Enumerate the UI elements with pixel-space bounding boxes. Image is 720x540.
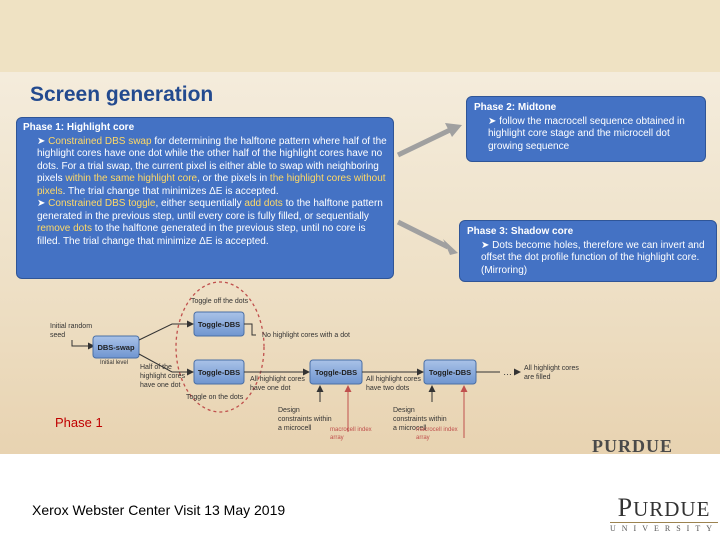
all-two-dots-label-1: All highlight cores bbox=[366, 376, 421, 383]
phase1-toggle-term-2: add dots bbox=[244, 198, 283, 209]
design-label-2a: Design bbox=[278, 407, 300, 414]
phase1-toggle-text-1: , either sequentially bbox=[155, 198, 245, 209]
phase3-bullet-text: Dots become holes, therefore we can inve… bbox=[481, 239, 705, 276]
design-label-3c: a microcell bbox=[393, 425, 427, 432]
logo-subtitle: UNIVERSITY bbox=[610, 524, 718, 533]
all-filled-label-2: are filled bbox=[524, 374, 551, 381]
initial-seed-label-1: Initial random bbox=[50, 323, 92, 330]
arrow-to-phase2 bbox=[396, 123, 462, 158]
phase1-toggle-text-2: to the halftone pattern generated in the… bbox=[37, 198, 383, 222]
phase1-swap-text-3: . The trial change that minimizes ΔE is … bbox=[62, 185, 279, 197]
phase1-bullet-swap: ➤ Constrained DBS swap for determining t… bbox=[23, 136, 387, 199]
macro-label-2a: macrocell index bbox=[330, 427, 372, 433]
phase2-bullet-text: follow the macrocell sequence obtained i… bbox=[488, 115, 685, 152]
chain-ellipsis: … bbox=[503, 367, 512, 377]
toggle-dbs-label-bottom: Toggle-DBS bbox=[198, 368, 240, 377]
logo-wordmark: PURDUE bbox=[610, 495, 718, 521]
half-cores-label-2: highlight cores bbox=[140, 373, 186, 380]
phase1-heading: Phase 1: Highlight core bbox=[23, 122, 135, 133]
slide: Screen generation Phase 1: Highlight cor… bbox=[0, 72, 720, 454]
toggle-dbs-label-3: Toggle-DBS bbox=[429, 368, 471, 377]
all-one-dot-label-2: have one dot bbox=[250, 385, 291, 392]
bullet-arrow-icon: ➤ bbox=[37, 198, 49, 209]
phase1-swap-text-2: , or the pixels in bbox=[197, 173, 270, 184]
macro-label-3a: macrocell index bbox=[416, 427, 458, 433]
bullet-arrow-icon: ➤ bbox=[37, 135, 49, 147]
logo-rest: URDUE bbox=[633, 497, 711, 521]
top-banner bbox=[0, 0, 720, 72]
phase1-box: Phase 1: Highlight core ➤ Constrained DB… bbox=[16, 117, 394, 279]
phase3-box: Phase 3: Shadow core ➤ Dots become holes… bbox=[459, 220, 717, 282]
phase3-heading: Phase 3: Shadow core bbox=[467, 226, 574, 237]
half-cores-label-3: have one dot bbox=[140, 382, 181, 389]
phase1-swap-term-3: the highlight cores without pixels bbox=[37, 173, 386, 197]
initial-seed-label-2: seed bbox=[50, 332, 65, 339]
phase1-bullet-toggle: ➤ Constrained DBS toggle, either sequent… bbox=[23, 198, 387, 248]
phase1-toggle-term: Constrained DBS toggle bbox=[48, 198, 156, 209]
phase2-bullet: ➤ follow the macrocell sequence obtained… bbox=[474, 116, 698, 154]
phase1-swap-term-2: within the same highlight core bbox=[65, 173, 198, 184]
seed-to-swap-arrow bbox=[71, 340, 95, 350]
footer-caption: Xerox Webster Center Visit 13 May 2019 bbox=[32, 502, 286, 518]
slide-title: Screen generation bbox=[30, 83, 214, 106]
arrow-to-phase3 bbox=[396, 219, 458, 255]
phase1-swap-text-1: for determining the halftone pattern whe… bbox=[37, 135, 387, 185]
purdue-logo: PURDUE UNIVERSITY bbox=[610, 495, 718, 533]
half-cores-label-1: Half of the bbox=[140, 364, 172, 371]
purdue-watermark: PURDUE bbox=[592, 436, 673, 454]
logo-divider bbox=[610, 522, 718, 523]
logo-cap: P bbox=[617, 493, 634, 522]
design-label-2c: a microcell bbox=[278, 425, 312, 432]
phase3-bullet: ➤ Dots become holes, therefore we can in… bbox=[467, 240, 709, 278]
phase1-label: Phase 1 bbox=[55, 415, 103, 430]
bullet-arrow-icon: ➤ bbox=[488, 115, 500, 127]
toggle-dbs-label-top: Toggle-DBS bbox=[198, 320, 240, 329]
phase1-toggle-text-3: to the halftone generated in the previou… bbox=[37, 223, 366, 247]
top-toggle-out-arrow bbox=[244, 323, 256, 336]
phase2-box: Phase 2: Midtone ➤ follow the macrocell … bbox=[466, 96, 706, 162]
flow-diagram: Toggle off the dots Toggle on the dots I… bbox=[50, 123, 579, 441]
design-label-2b: constraints within bbox=[278, 416, 332, 423]
toggle-off-label: Toggle off the dots bbox=[191, 298, 249, 305]
all-one-dot-label-1: All highlight cores bbox=[250, 376, 305, 383]
phase1-swap-term: Constrained DBS swap bbox=[48, 135, 152, 147]
all-two-dots-label-2: have two dots bbox=[366, 385, 410, 392]
all-filled-label-1: All highlight cores bbox=[524, 365, 579, 372]
phase1-toggle-term-3: remove dots bbox=[37, 223, 93, 234]
phase2-heading: Phase 2: Midtone bbox=[474, 102, 557, 113]
bullet-arrow-icon: ➤ bbox=[481, 239, 493, 251]
initial-level-label: Initial level bbox=[100, 360, 128, 366]
swap-to-top-toggle-arrow bbox=[138, 320, 194, 341]
toggle-group-ellipse bbox=[175, 281, 265, 413]
no-highlight-label: No highlight cores with a dot bbox=[262, 332, 350, 339]
toggle-dbs-label-2: Toggle-DBS bbox=[315, 368, 357, 377]
design-label-3a: Design bbox=[393, 407, 415, 414]
macro-label-3b: array bbox=[416, 435, 430, 441]
dbs-swap-label: DBS-swap bbox=[97, 343, 135, 352]
swap-to-bottom-toggle-arrow bbox=[138, 353, 194, 376]
dbs-swap-node bbox=[92, 335, 140, 359]
toggle-on-label: Toggle on the dots bbox=[186, 394, 244, 401]
macro-label-2b: array bbox=[330, 435, 344, 441]
design-label-3b: constraints within bbox=[393, 416, 447, 423]
